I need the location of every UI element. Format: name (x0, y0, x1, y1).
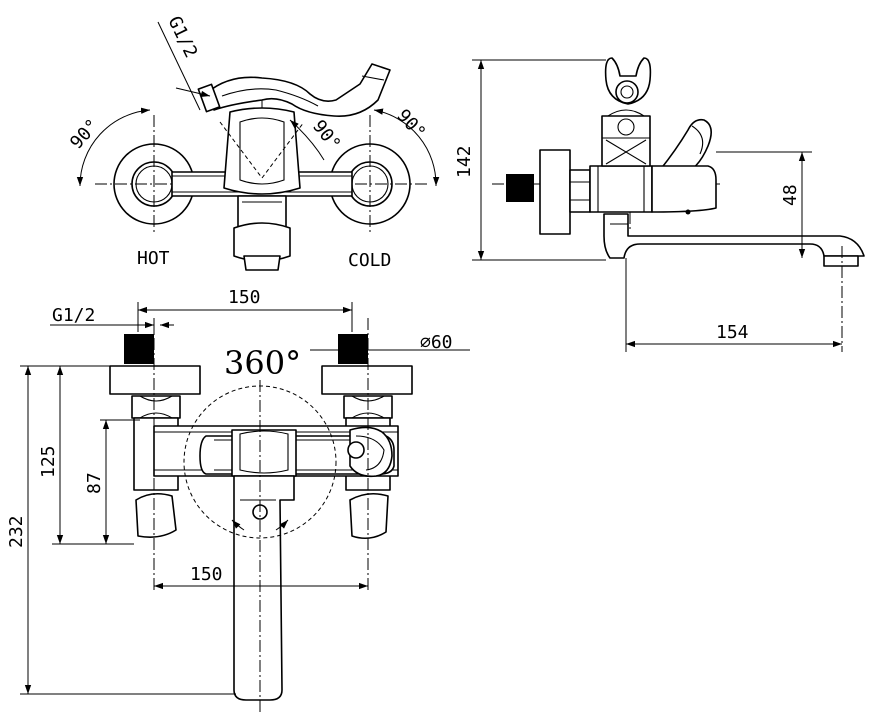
cold-flange (321, 365, 413, 395)
cold-thread (338, 334, 368, 364)
spout-side (603, 213, 865, 267)
side-view: 142 (454, 57, 865, 352)
hot-nut (131, 395, 181, 419)
height-232-label: 232 (6, 515, 27, 548)
height-87-label: 87 (84, 472, 105, 494)
flange-diameter-label: ∅60 (420, 332, 453, 353)
spout-front (233, 475, 295, 701)
thread-label-top: G1/2 (164, 13, 202, 61)
hot-flange (109, 365, 201, 395)
angle-label-left: 90° (66, 115, 103, 153)
centers-150-bottom-label: 150 (190, 564, 223, 585)
height-48-label: 48 (780, 184, 801, 206)
rotation-360-label: 360° (224, 344, 301, 382)
lever-handle-top (197, 63, 391, 117)
diverter-top (233, 195, 291, 271)
cold-label: COLD (348, 250, 391, 271)
top-view: HOT COLD G1/2 90° 90° 90° (66, 13, 440, 271)
hot-label: HOT (137, 248, 170, 269)
centers-150-top-label: 150 (228, 287, 261, 308)
angle-label-center: 90° (308, 116, 345, 155)
lever-handle-front (199, 426, 395, 478)
wall-thread-side (506, 174, 534, 202)
height-142-label: 142 (454, 145, 475, 178)
spout-length-154-label: 154 (716, 322, 749, 343)
hot-thread (124, 334, 154, 364)
shower-holder-side (604, 57, 652, 105)
angle-label-right: 90° (392, 105, 429, 143)
height-125-label: 125 (38, 445, 59, 478)
thread-label-front: G1/2 (52, 305, 95, 326)
front-view: 150 G1/2 ∅60 (6, 287, 470, 712)
